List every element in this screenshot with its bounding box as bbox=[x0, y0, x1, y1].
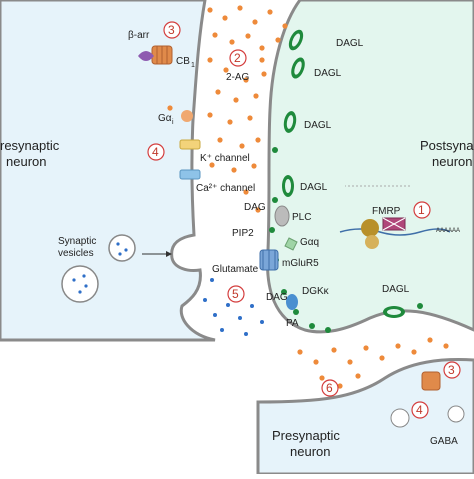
marker-4-bottom: 4 bbox=[411, 401, 429, 419]
g-alpha-sub-label: i bbox=[172, 119, 174, 126]
marker-3-bottom: 3 bbox=[443, 361, 461, 379]
dag-plc-label: DAG bbox=[244, 202, 266, 213]
svg-text:3: 3 bbox=[168, 23, 175, 37]
gaq-protein bbox=[284, 237, 298, 251]
gaba-label: GABA bbox=[430, 436, 458, 447]
gaq-label: Gαq bbox=[300, 237, 319, 248]
presynaptic-bottom-label-1: Presynaptic bbox=[272, 428, 340, 443]
marker-4-top: 4 bbox=[147, 143, 165, 161]
k-channel-label: K⁺ channel bbox=[200, 153, 250, 164]
ca-channel-label: Ca²⁺ channel bbox=[196, 183, 255, 194]
presynaptic-bottom-label-2: neuron bbox=[290, 444, 330, 459]
presynaptic-terminal-bottom bbox=[256, 358, 474, 476]
ribosome-small bbox=[365, 235, 379, 249]
dgk-enzyme bbox=[286, 294, 298, 310]
mrna-strand bbox=[339, 228, 451, 236]
svg-text:3: 3 bbox=[448, 363, 455, 377]
presynaptic-top-label-1: resynaptic bbox=[0, 138, 60, 153]
dagl-label-5: DAGL bbox=[382, 284, 410, 295]
svg-text:4: 4 bbox=[416, 403, 423, 417]
marker-6: 6 bbox=[321, 379, 339, 397]
presynaptic-top-label-2: neuron bbox=[6, 154, 46, 169]
marker-1: 1 bbox=[413, 201, 431, 219]
k-channel bbox=[179, 139, 201, 150]
ribosome-large bbox=[361, 219, 379, 237]
marker-2: 2 bbox=[229, 49, 247, 67]
mglur5-label: mGluR5 bbox=[282, 258, 319, 269]
cb1-sub-label: 1 bbox=[191, 62, 195, 69]
dagl-label-2: DAGL bbox=[314, 68, 342, 79]
marker-3-top: 3 bbox=[163, 21, 181, 39]
svg-text:2: 2 bbox=[234, 51, 241, 65]
gaba-vesicle bbox=[390, 408, 410, 428]
glutamate-label: Glutamate bbox=[212, 264, 259, 275]
beta-arr-label: β-arr bbox=[128, 30, 150, 41]
svg-text:6: 6 bbox=[326, 381, 333, 395]
synaptic-vesicles bbox=[61, 234, 136, 303]
dagl-label-3: DAGL bbox=[304, 120, 332, 131]
g-alpha-label: Gα bbox=[158, 113, 172, 124]
dagl-label-1: DAGL bbox=[336, 38, 364, 49]
postsynaptic-label-2: neuron bbox=[432, 154, 472, 169]
dagl-label-4: DAGL bbox=[300, 182, 328, 193]
synaptic-vesicles-label-1: Synaptic bbox=[58, 236, 96, 247]
mglur5-receptor bbox=[259, 249, 279, 271]
dag-dgk-label: DAG bbox=[266, 292, 288, 303]
ca-channel bbox=[179, 169, 201, 180]
cb1-receptor-top bbox=[151, 45, 173, 65]
svg-text:4: 4 bbox=[152, 145, 159, 159]
gaba-vesicle-2 bbox=[447, 405, 465, 423]
marker-5: 5 bbox=[227, 285, 245, 303]
svg-text:5: 5 bbox=[232, 287, 239, 301]
two-ag-molecules bbox=[167, 5, 449, 389]
svg-text:1: 1 bbox=[418, 203, 425, 217]
cb1-receptor-bottom bbox=[421, 371, 441, 391]
beta-arrestin-top bbox=[138, 51, 154, 61]
dgk-label: DGKκ bbox=[302, 286, 330, 297]
polya-label: AAAAAA bbox=[436, 228, 460, 234]
pip2-label: PIP2 bbox=[232, 228, 254, 239]
plc-enzyme bbox=[274, 205, 290, 227]
two-ag-label: 2-AG bbox=[226, 72, 250, 83]
presynaptic-terminal-top bbox=[0, 0, 216, 342]
g-alpha-i bbox=[181, 110, 193, 122]
fmrp-label: FMRP bbox=[372, 206, 401, 217]
pa-label: PA bbox=[286, 318, 299, 329]
postsynaptic-label-1: Postsyna bbox=[420, 138, 474, 153]
plc-label: PLC bbox=[292, 212, 311, 223]
synaptic-vesicles-label-2: vesicles bbox=[58, 248, 94, 259]
cb1-label: CB bbox=[176, 56, 190, 67]
